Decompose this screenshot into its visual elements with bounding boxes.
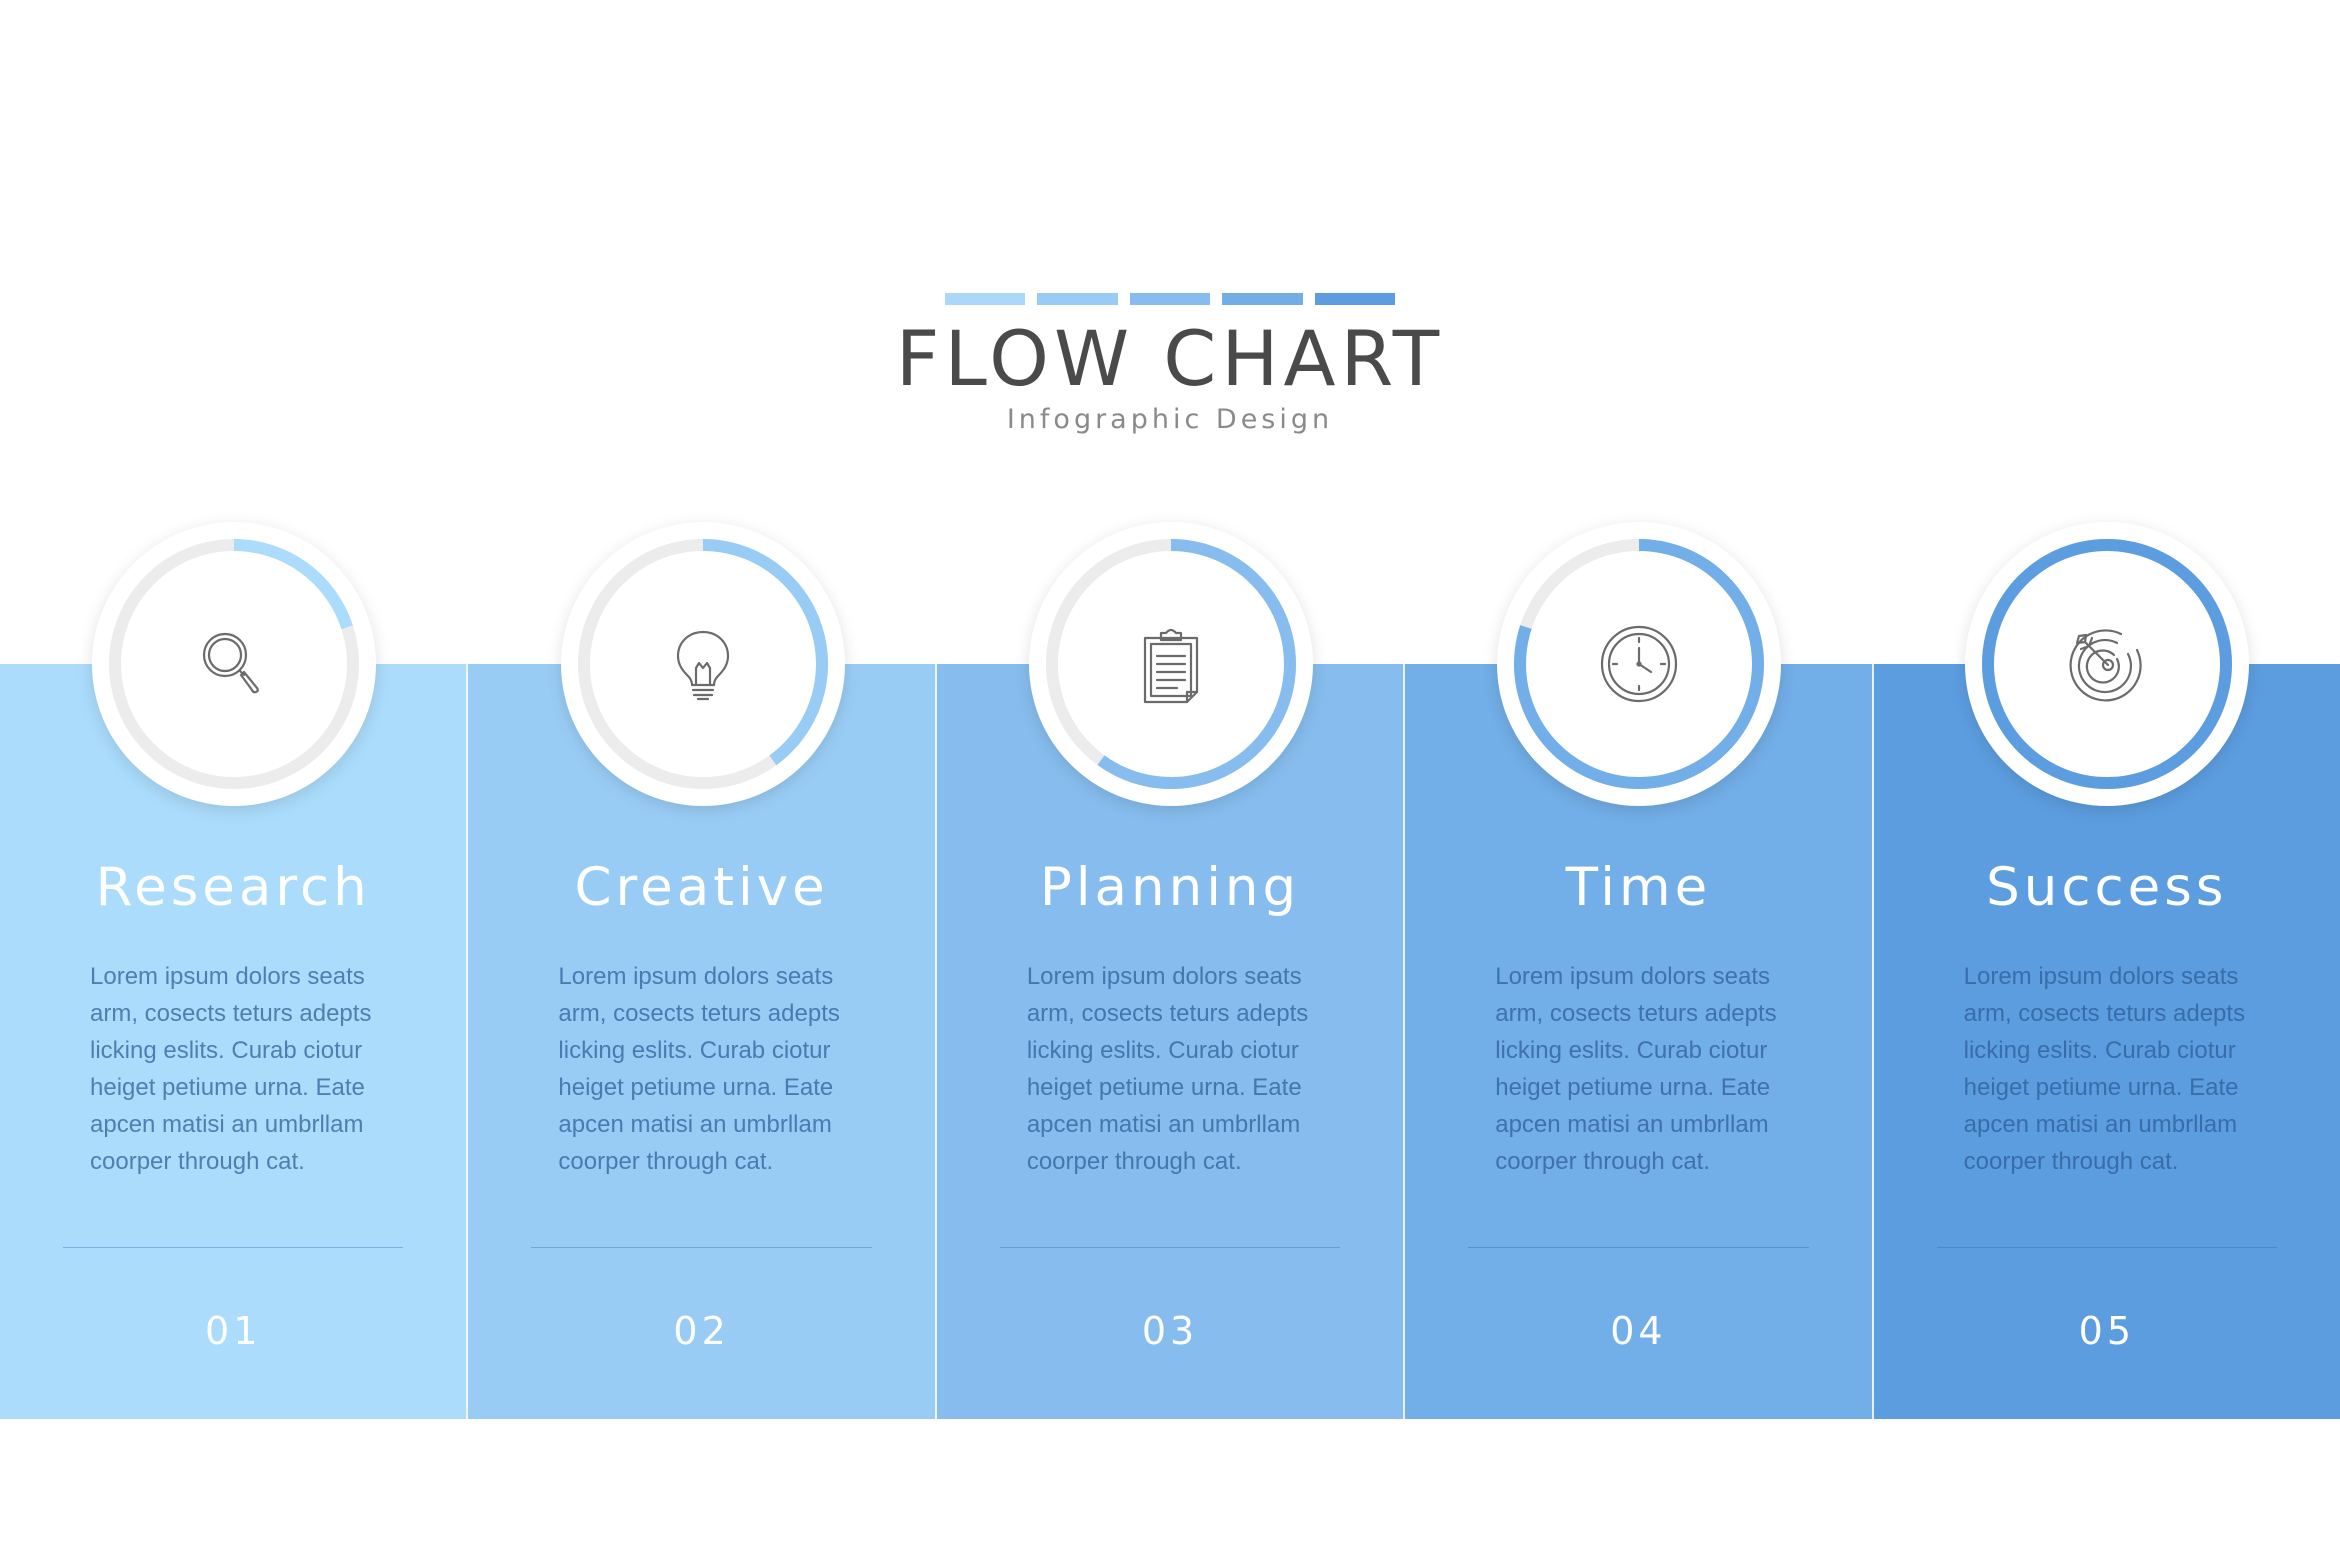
step-number: 02 [673, 1309, 730, 1353]
progress-ring-fill [109, 539, 359, 789]
header: FLOW CHART Infographic Design [0, 0, 2340, 460]
progress-ring [578, 539, 828, 789]
progress-ring-fill [1982, 539, 2232, 789]
divider [531, 1247, 872, 1248]
divider [1936, 1247, 2278, 1248]
decor-bar [1037, 293, 1118, 305]
step-number: 01 [205, 1309, 262, 1353]
decor-bar [945, 293, 1026, 305]
step-description: Lorem ipsum dolors seats arm, cosects te… [558, 963, 840, 1175]
step-badge-planning [1029, 522, 1313, 806]
page-subtitle: Infographic Design [1006, 404, 1334, 435]
divider [999, 1247, 1341, 1248]
step-name: Time [1565, 857, 1712, 918]
step-description: Lorem ipsum dolors seats arm, cosects te… [1963, 963, 2246, 1175]
clock-icon [1600, 625, 1678, 703]
title-decor-bars [945, 293, 1396, 305]
decor-bar [1314, 293, 1396, 305]
target-icon [2069, 629, 2142, 702]
step-badge-success [1965, 522, 2249, 806]
progress-ring-fill [1046, 539, 1296, 789]
page-title: FLOW CHART [895, 314, 1445, 403]
step-column-success: Success Lorem ipsum dolors seats arm, co… [1871, 664, 2340, 1419]
decor-bar [1129, 293, 1211, 305]
step-number: 03 [1141, 1309, 1199, 1353]
step-description: Lorem ipsum dolors seats arm, cosects te… [1495, 963, 1777, 1175]
step-badge-time [1497, 522, 1781, 806]
step-name: Creative [574, 857, 829, 918]
progress-ring [1514, 539, 1764, 789]
progress-ring [1046, 539, 1296, 789]
step-badge-research [92, 522, 376, 806]
progress-ring [1982, 539, 2232, 789]
step-description: Lorem ipsum dolors seats arm, cosects te… [1026, 963, 1309, 1175]
progress-ring-fill [578, 539, 828, 789]
step-number: 05 [2078, 1309, 2135, 1353]
progress-ring-fill [1514, 539, 1764, 789]
step-badge-creative [561, 522, 845, 806]
step-name: Research [95, 857, 371, 918]
progress-ring [109, 539, 359, 789]
magnifier-icon [202, 632, 259, 694]
step-name: Planning [1039, 857, 1301, 918]
decor-bar [1222, 293, 1303, 305]
step-description: Lorem ipsum dolors seats arm, cosects te… [90, 963, 372, 1175]
step-number: 04 [1610, 1309, 1667, 1353]
clipboard-icon [1143, 628, 1199, 704]
step-name: Success [1986, 857, 2228, 918]
lightbulb-icon [676, 630, 730, 701]
divider [63, 1247, 404, 1248]
divider [1468, 1247, 1809, 1248]
